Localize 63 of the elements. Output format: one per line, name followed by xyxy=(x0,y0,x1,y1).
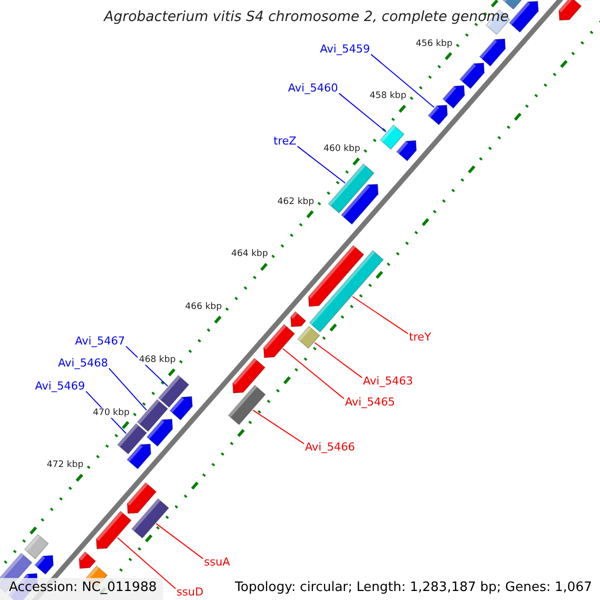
leader-line xyxy=(156,523,204,560)
gene-label: Avi_5468 xyxy=(58,358,108,370)
leader-line xyxy=(116,537,176,590)
accession-text: Accession: NC_011988 xyxy=(0,578,163,600)
leader-line xyxy=(252,410,305,444)
gene-label: Avi_5469 xyxy=(35,380,85,394)
leader-line xyxy=(282,348,345,400)
leader-line xyxy=(338,92,387,132)
leader-line xyxy=(125,346,168,387)
gene-block xyxy=(442,85,466,109)
gene-block xyxy=(328,163,375,214)
scale-label: 464 kbp xyxy=(230,249,269,260)
gene-block xyxy=(340,184,379,225)
gene-block xyxy=(117,423,148,454)
gene-block xyxy=(508,0,539,33)
gene-label: Avi_5459 xyxy=(320,44,370,56)
scale-label: 456 kbp xyxy=(414,38,454,49)
gene-block xyxy=(308,250,384,333)
leader-line xyxy=(314,342,363,378)
scale-label: 470 kbp xyxy=(92,407,131,418)
gene-label: treY xyxy=(408,332,432,344)
leader-line xyxy=(108,368,148,411)
gene-label: Avi_5466 xyxy=(305,442,355,454)
gene-label: Avi_5463 xyxy=(363,376,413,388)
gene-block xyxy=(558,0,582,21)
gene-block xyxy=(232,358,266,394)
scale-label: 468 kbp xyxy=(138,354,177,365)
gene-label: Avi_5467 xyxy=(75,336,125,348)
scale-label: 462 kbp xyxy=(276,196,316,207)
gene-block xyxy=(428,104,448,126)
gene-label: Avi_5460 xyxy=(288,82,338,96)
gene-label: ssuD xyxy=(176,586,204,600)
gene-block xyxy=(34,554,54,575)
scale-label: 472 kbp xyxy=(46,460,84,470)
gene-block xyxy=(96,510,132,550)
gene-block xyxy=(308,244,364,307)
gene-block xyxy=(158,374,190,408)
gene-label: Avi_5465 xyxy=(345,396,395,410)
gene-block xyxy=(24,534,49,560)
scale-label: 466 kbp xyxy=(184,302,223,312)
gene-block xyxy=(459,62,485,90)
leader-line xyxy=(352,296,408,334)
gene-block xyxy=(479,38,506,67)
gene-block xyxy=(263,324,296,358)
gene-block xyxy=(169,396,193,421)
gene-block xyxy=(290,311,306,328)
scale-label: 460 kbp xyxy=(322,144,362,154)
title: Agrobacterium vitis S4 chromosome 2, complete genome xyxy=(104,9,509,26)
gene-block xyxy=(126,482,157,514)
gene-label: treZ xyxy=(274,136,296,148)
gene-label: ssuA xyxy=(204,556,230,570)
gene-block xyxy=(297,326,320,349)
gene-block xyxy=(78,551,96,569)
leader-line xyxy=(370,54,435,108)
gene-block xyxy=(126,444,152,470)
gene-block xyxy=(131,498,170,539)
gene-block xyxy=(380,124,405,150)
scale-label: 458 kbp xyxy=(368,91,408,102)
gene-block xyxy=(146,418,173,447)
gene-block xyxy=(228,384,266,426)
gene-block xyxy=(396,140,417,162)
gene-block xyxy=(136,398,168,432)
leader-line xyxy=(296,146,346,184)
